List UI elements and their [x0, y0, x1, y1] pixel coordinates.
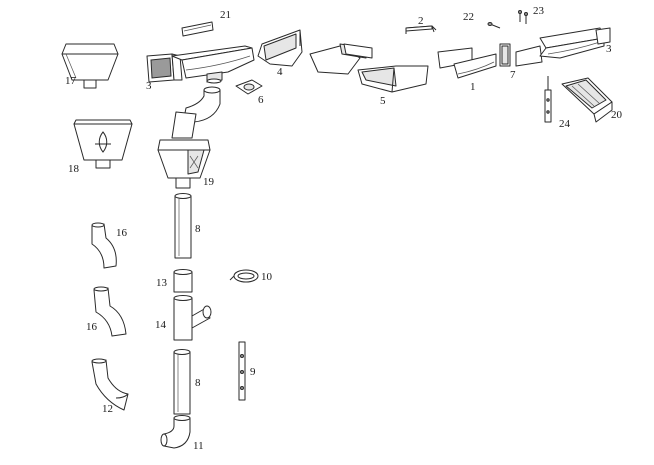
label-9: 9 — [250, 366, 256, 378]
label-14: 14 — [155, 319, 167, 331]
part-7-union-bracket — [499, 43, 511, 67]
label-16-lower: 16 — [86, 321, 98, 333]
gutter-run-middle — [309, 43, 373, 75]
label-8-upper: 8 — [195, 223, 201, 235]
label-16-upper: 16 — [116, 227, 128, 239]
label-22: 22 — [463, 11, 474, 23]
part-11-shoe — [160, 415, 191, 449]
label-19: 19 — [203, 176, 215, 188]
part-23-rivets — [518, 10, 528, 24]
label-12: 12 — [102, 403, 113, 415]
part-20-gutter-guard — [561, 77, 613, 123]
part-19-hopper-with-offset — [157, 86, 221, 189]
part-8-downpipe-lower — [173, 349, 191, 415]
part-21-spacer-plate — [181, 21, 214, 37]
label-21: 21 — [220, 9, 231, 21]
part-16-offset-lower — [93, 286, 127, 337]
part-8-downpipe-upper — [174, 193, 192, 259]
label-4: 4 — [277, 66, 283, 78]
label-23: 23 — [533, 5, 545, 17]
label-5: 5 — [380, 95, 386, 107]
label-6: 6 — [258, 94, 264, 106]
part-12-shoe-bend — [91, 358, 129, 411]
label-1: 1 — [470, 81, 476, 93]
part-6-outlet — [235, 79, 263, 95]
label-11: 11 — [193, 440, 204, 452]
label-3-left: 3 — [146, 80, 152, 92]
gutter-run-left — [171, 45, 255, 84]
part-9-pipe-bracket — [238, 341, 246, 401]
label-7: 7 — [510, 69, 516, 81]
part-16-offset-upper — [91, 222, 117, 269]
part-1-gutter-length — [437, 47, 497, 79]
label-8-lower: 8 — [195, 377, 201, 389]
part-18-decorated-hopper — [73, 119, 133, 169]
part-14-branch — [173, 295, 212, 341]
label-24: 24 — [559, 118, 571, 130]
part-5-external-angle — [357, 65, 429, 93]
label-18: 18 — [68, 163, 80, 175]
label-2: 2 — [418, 15, 424, 27]
part-2-fascia-bracket — [405, 25, 437, 34]
part-4-angle — [257, 29, 303, 67]
part-3-end-cap-right — [595, 27, 611, 45]
part-24-strap-bracket — [544, 76, 552, 123]
part-22-screw — [487, 22, 501, 29]
label-20: 20 — [611, 109, 623, 121]
label-13: 13 — [156, 277, 168, 289]
label-17: 17 — [65, 75, 77, 87]
part-13-socket — [173, 269, 193, 293]
gutter-run-right — [515, 27, 605, 67]
part-17-hopper-head — [61, 43, 119, 89]
label-3-right: 3 — [606, 43, 612, 55]
part-10-pipe-clip — [229, 269, 259, 283]
label-10: 10 — [261, 271, 273, 283]
part-3-end-cap-left — [146, 53, 183, 83]
